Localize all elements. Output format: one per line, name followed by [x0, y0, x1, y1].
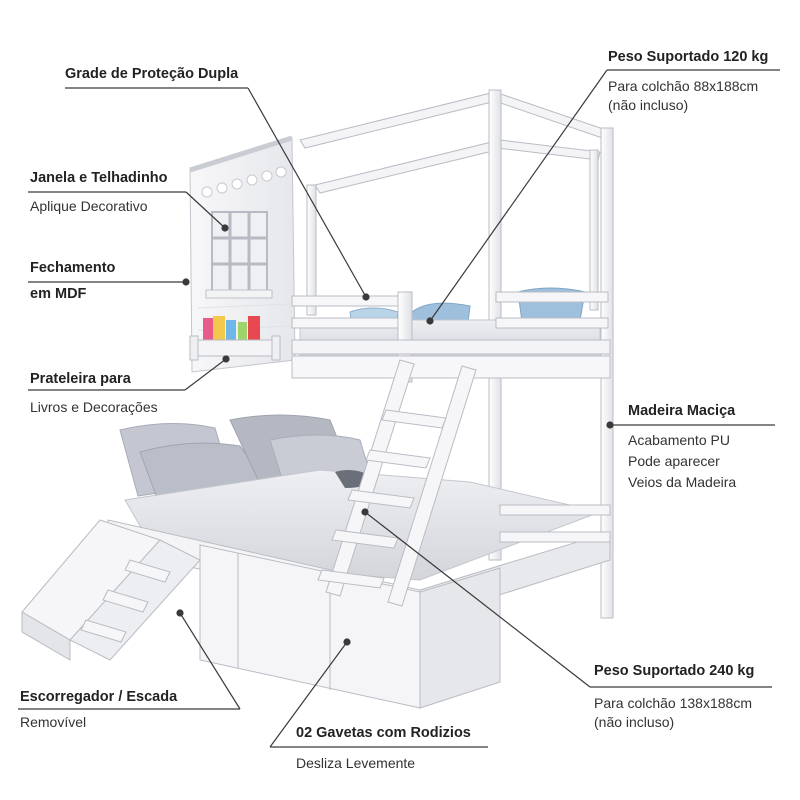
annotation-peso120-title: Peso Suportado 120 kg	[608, 49, 769, 65]
annotation-escorregador-title: Escorregador / Escada	[20, 689, 178, 705]
leader-lines	[18, 69, 780, 748]
upper-bunk	[291, 287, 611, 383]
annotation-grade-title: Grade de Proteção Dupla	[65, 66, 239, 82]
annotation-prateleira-title: Prateleira para	[30, 371, 131, 387]
annotation-gavetas-title: 02 Gavetas com Rodizios	[296, 725, 471, 741]
annotation-janela-title: Janela e Telhadinho	[30, 170, 168, 186]
annotation-peso240-sub2: (não incluso)	[594, 714, 675, 730]
bookshelf	[189, 316, 281, 361]
annotation-madeira-sub1: Acabamento PU	[628, 432, 730, 448]
annotation-peso240-title: Peso Suportado 240 kg	[594, 663, 755, 679]
annotation-fechamento-title-2: em MDF	[30, 286, 87, 302]
slide	[21, 519, 201, 661]
annotation-peso240-sub1: Para colchão 138x188cm	[594, 695, 752, 711]
mdf-panel	[189, 135, 296, 373]
ladder	[317, 359, 477, 607]
annotation-gavetas-sub: Desliza Levemente	[296, 755, 416, 771]
annotation-janela-sub: Aplique Decorativo	[30, 198, 148, 214]
annotation-peso120-sub1: Para colchão 88x188cm	[608, 78, 759, 94]
annotation-madeira-sub3: Veios da Madeira	[628, 474, 737, 490]
annotation-prateleira-sub: Livros e Decorações	[30, 399, 158, 415]
annotation-peso120-sub2: (não incluso)	[608, 97, 689, 113]
annotation-madeira-sub2: Pode aparecer	[628, 453, 720, 469]
annotation-escorregador-sub: Removível	[20, 714, 87, 730]
annotation-madeira-title: Madeira Maciça	[628, 403, 736, 419]
annotation-fechamento-title-1: Fechamento	[30, 260, 116, 276]
